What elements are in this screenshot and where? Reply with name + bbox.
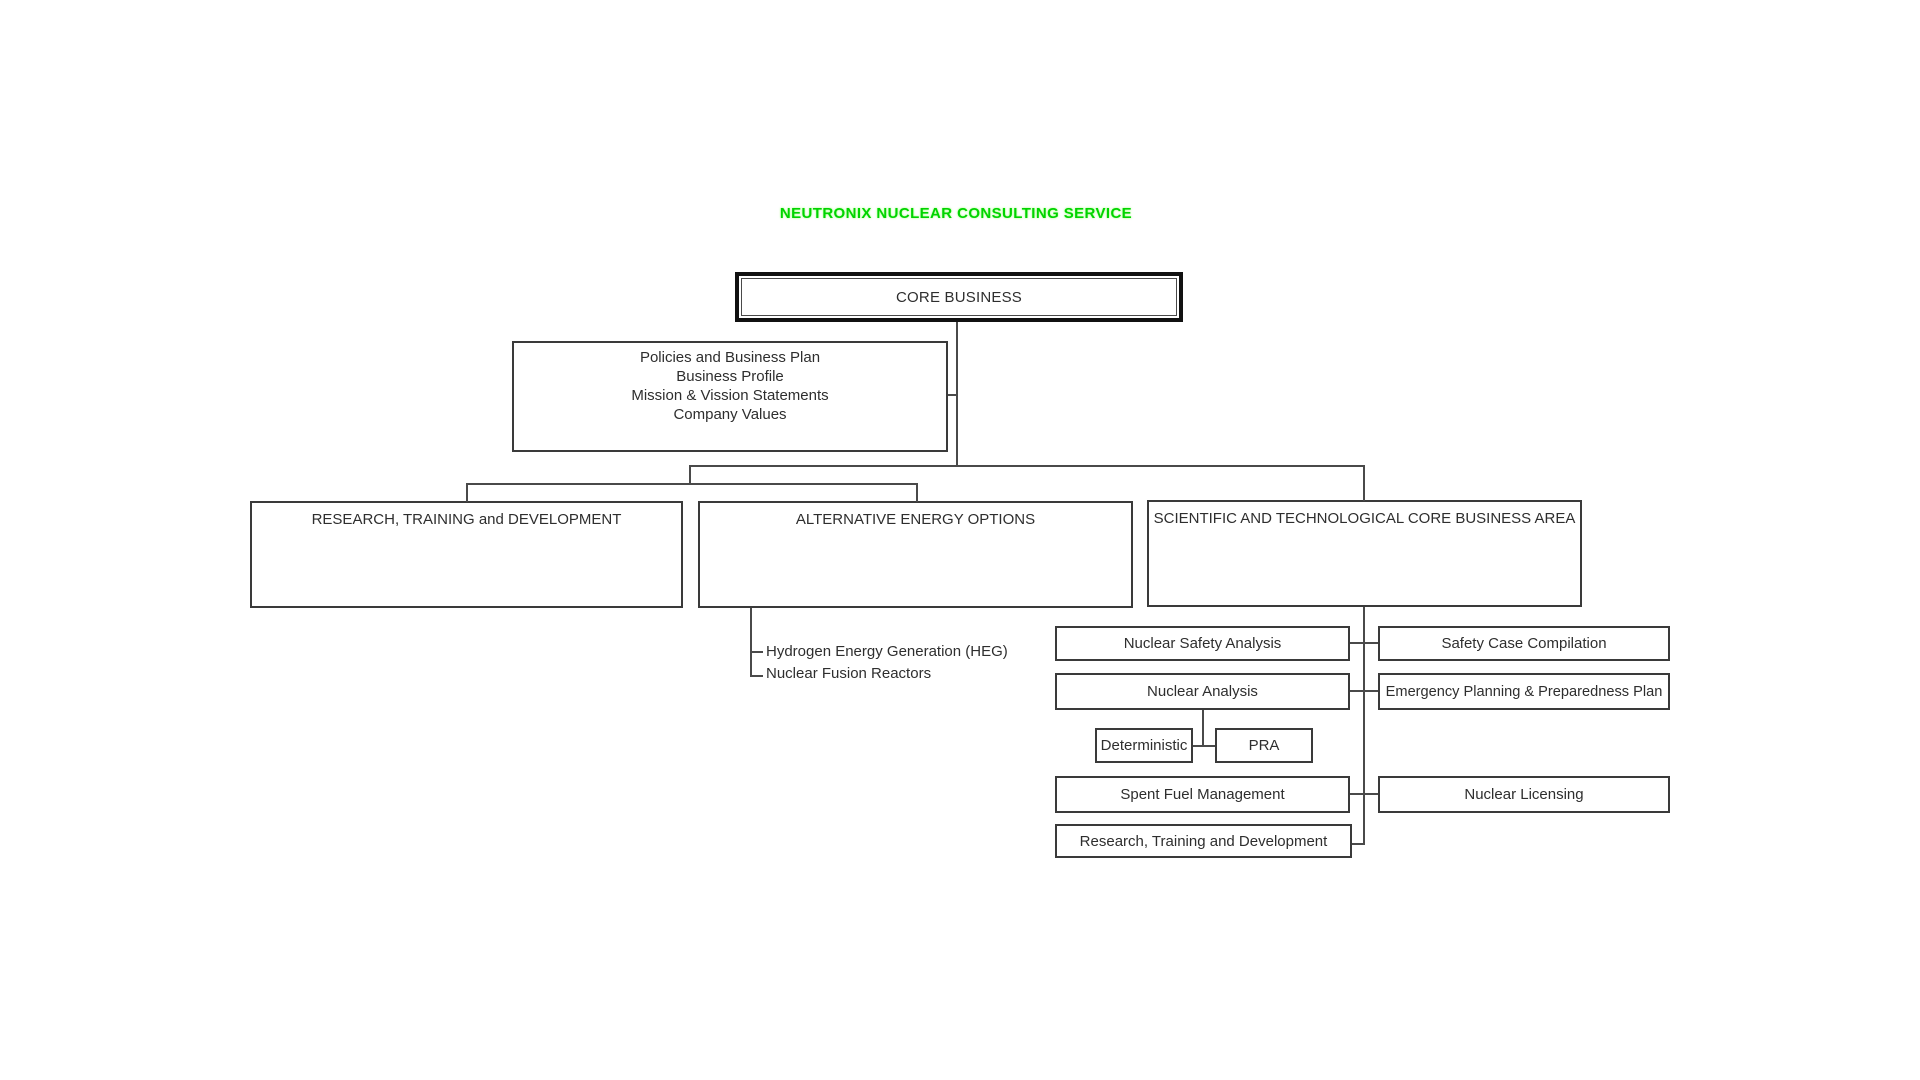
connector-row1	[1350, 642, 1378, 644]
connector-policies-link	[948, 394, 958, 396]
node-emergency-planning: Emergency Planning & Preparedness Plan	[1378, 673, 1670, 710]
connector-alt-children-spine	[750, 608, 752, 677]
core-business-label: CORE BUSINESS	[741, 278, 1177, 316]
alt-item-nuclear-fusion: Nuclear Fusion Reactors	[766, 665, 932, 682]
policies-line-3: Mission & Vission Statements	[631, 387, 829, 404]
connector-alt-tick-heg	[750, 651, 763, 653]
node-research-training-development: Research, Training and Development	[1055, 824, 1352, 858]
core-business-box: CORE BUSINESS	[735, 272, 1183, 322]
connector-drop-scientific	[1363, 465, 1365, 501]
connector-nuclear-analysis-drop	[1202, 710, 1204, 747]
node-nuclear-safety-analysis: Nuclear Safety Analysis	[1055, 626, 1350, 661]
connector-drop-research	[466, 483, 468, 502]
chart-title: NEUTRONIX NUCLEAR CONSULTING SERVICE	[779, 205, 1133, 222]
connector-alt-tick-fusion	[750, 675, 763, 677]
connector-row5-elbow	[1352, 843, 1365, 845]
division-alternative-energy-box: ALTERNATIVE ENERGY OPTIONS	[698, 501, 1133, 608]
connector-left-elbow	[689, 465, 691, 485]
connector-deterministic-pra	[1193, 745, 1215, 747]
node-nuclear-licensing: Nuclear Licensing	[1378, 776, 1670, 813]
division-research-box: RESEARCH, TRAINING and DEVELOPMENT	[250, 501, 683, 608]
policies-line-2: Business Profile	[676, 368, 784, 385]
node-nuclear-analysis: Nuclear Analysis	[1055, 673, 1350, 710]
connector-upper-horizontal	[689, 465, 1365, 467]
policies-box: Policies and Business Plan Business Prof…	[512, 341, 948, 452]
node-spent-fuel-management: Spent Fuel Management	[1055, 776, 1350, 813]
connector-lower-horizontal	[466, 483, 918, 485]
connector-scientific-spine	[1363, 607, 1365, 845]
connector-drop-alternative	[916, 483, 918, 502]
division-scientific-box: SCIENTIFIC AND TECHNOLOGICAL CORE BUSINE…	[1147, 500, 1582, 607]
alt-item-hydrogen-energy: Hydrogen Energy Generation (HEG)	[766, 643, 1008, 660]
connector-row4	[1350, 793, 1378, 795]
node-safety-case-compilation: Safety Case Compilation	[1378, 626, 1670, 661]
connector-row2	[1350, 690, 1378, 692]
node-pra: PRA	[1215, 728, 1313, 763]
policies-line-1: Policies and Business Plan	[639, 349, 821, 366]
policies-line-4: Company Values	[673, 406, 787, 423]
node-deterministic: Deterministic	[1095, 728, 1193, 763]
